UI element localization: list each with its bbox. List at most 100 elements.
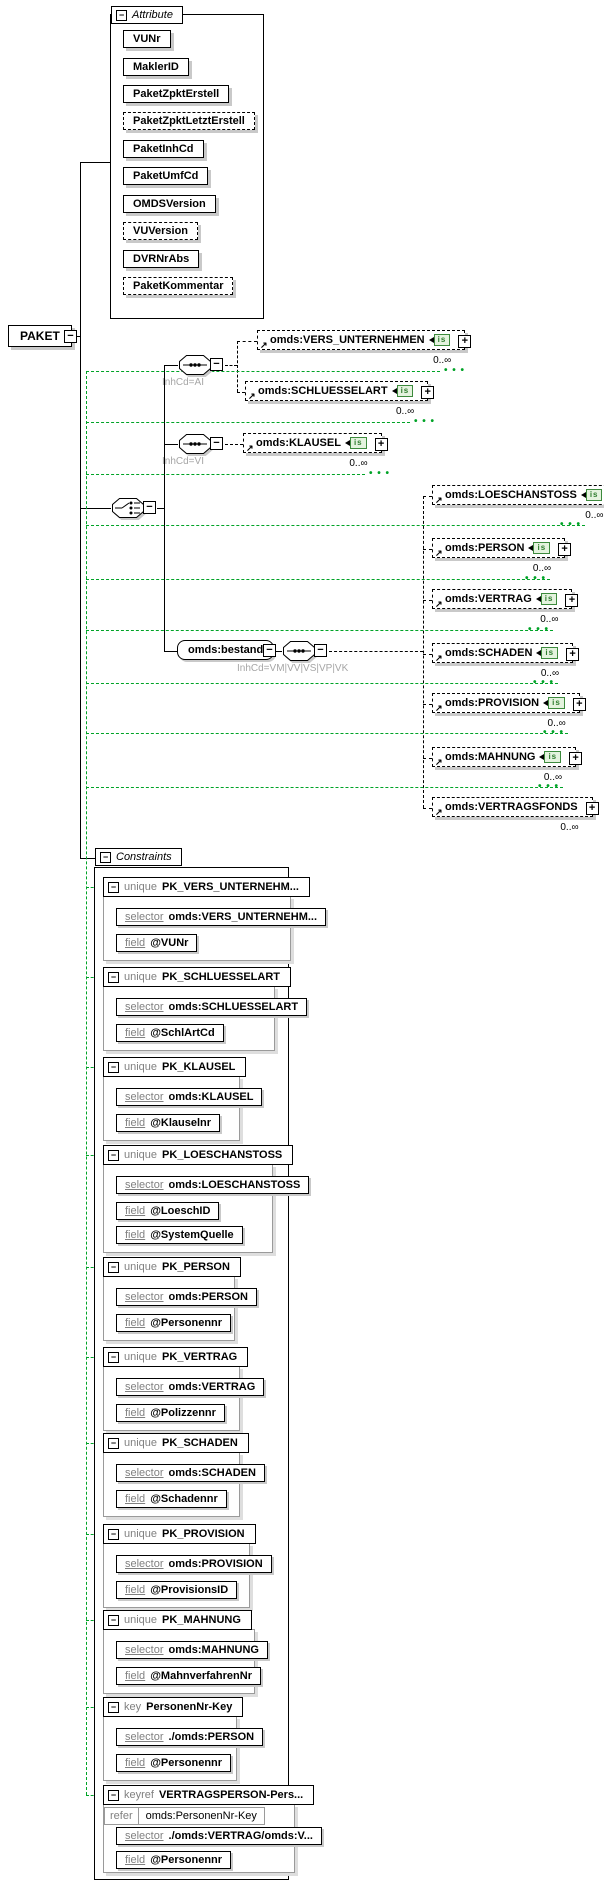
attributes-header[interactable]: − Attribute <box>111 6 183 24</box>
connector-line <box>80 508 111 509</box>
connector-line <box>164 444 178 445</box>
attribute-dvrnrabs[interactable]: DVRNrAbs <box>123 250 200 268</box>
collapse-icon[interactable]: − <box>108 1701 119 1713</box>
constraint-name: PersonenNr-Key <box>146 1701 233 1713</box>
collapse-icon[interactable]: − <box>108 1351 119 1363</box>
expand-icon[interactable]: + <box>572 698 586 711</box>
constraint-field[interactable]: field@Klauselnr <box>116 1114 221 1132</box>
constraints-header[interactable]: − Constraints <box>95 848 182 866</box>
collapse-icon[interactable]: − <box>108 1614 119 1626</box>
optional-connector <box>329 651 423 652</box>
expand-icon[interactable]: + <box>585 802 599 815</box>
attribute-vuversion[interactable]: VUVersion <box>123 222 199 240</box>
sequence-compositor-icon[interactable] <box>282 640 316 667</box>
occurrence-label: 0..∞ <box>349 458 368 469</box>
root-element-paket[interactable]: PAKET <box>8 325 72 347</box>
attribute-paketinhcd[interactable]: PaketInhCd <box>123 140 204 158</box>
attribute-maklerid[interactable]: MaklerID <box>123 58 189 76</box>
expand-icon[interactable]: + <box>558 543 572 556</box>
optional-connector <box>423 704 432 705</box>
expand-icon[interactable]: + <box>421 386 435 399</box>
attribute-omdsversion[interactable]: OMDSVersion <box>123 195 216 213</box>
collapse-icon[interactable]: − <box>116 9 127 21</box>
attribute-paketzpktletzterstell[interactable]: PaketZpktLetztErstell <box>123 112 255 130</box>
constraint-field[interactable]: field@Polizzennr <box>116 1404 225 1422</box>
collapse-icon[interactable]: − <box>314 644 327 657</box>
constraint-field[interactable]: field@MahnverfahrenNr <box>116 1667 261 1685</box>
expand-icon[interactable]: + <box>565 594 579 607</box>
constraint-selector[interactable]: selector./omds:VERTRAG/omds:V... <box>116 1827 322 1845</box>
collapse-icon[interactable]: − <box>64 330 77 343</box>
constraint-field[interactable]: field@Schadennr <box>116 1490 227 1508</box>
collapse-icon[interactable]: − <box>108 1149 119 1161</box>
constraint-field[interactable]: field@ProvisionsID <box>116 1581 238 1599</box>
collapse-icon[interactable]: − <box>143 501 156 514</box>
constraint-field[interactable]: field@Personennr <box>116 1754 232 1772</box>
optional-connector <box>423 496 432 497</box>
element-ref-vertragsfonds[interactable]: ↗omds:VERTRAGSFONDS+ 0..∞ <box>432 797 599 833</box>
collapse-icon[interactable]: − <box>108 1437 119 1449</box>
attribute-paketumfcd[interactable]: PaketUmfCd <box>123 167 209 185</box>
collapse-icon[interactable]: − <box>108 1528 119 1540</box>
constraint-field[interactable]: field@Personennr <box>116 1851 232 1869</box>
collapse-icon[interactable]: − <box>210 437 223 450</box>
collapse-icon[interactable]: − <box>108 1261 119 1273</box>
element-bestand[interactable]: omds:bestand <box>177 640 275 660</box>
constraint-field[interactable]: field@VUNr <box>116 934 198 952</box>
expand-icon[interactable]: + <box>374 438 388 451</box>
sequence-compositor-icon[interactable] <box>178 354 212 381</box>
constraint-field[interactable]: field@SchlArtCd <box>116 1024 224 1042</box>
choice-compositor-icon[interactable] <box>111 497 145 524</box>
expand-icon[interactable]: + <box>566 648 580 661</box>
constraint-field[interactable]: field@LoeschID <box>116 1202 220 1220</box>
collapse-icon[interactable]: − <box>100 851 111 863</box>
constraint-selector[interactable]: selector./omds:PERSON <box>116 1728 264 1746</box>
constraint-field[interactable]: field@Personennr <box>116 1314 232 1332</box>
collapse-icon[interactable]: − <box>108 971 119 983</box>
collapse-icon[interactable]: − <box>108 1061 119 1073</box>
collapse-icon[interactable]: − <box>210 358 223 371</box>
collapse-icon[interactable]: − <box>108 881 119 893</box>
optional-connector <box>237 341 238 392</box>
optional-connector <box>423 600 432 601</box>
expand-icon[interactable]: + <box>458 335 472 348</box>
attribute-paketzpkterstell[interactable]: PaketZpktErstell <box>123 85 230 103</box>
attribute-paketkommentar[interactable]: PaketKommentar <box>123 277 234 295</box>
constraint-field[interactable]: field@SystemQuelle <box>116 1226 243 1244</box>
collapse-icon[interactable]: − <box>263 644 276 657</box>
sequence-compositor-icon[interactable] <box>178 433 212 460</box>
attribute-vunr[interactable]: VUNr <box>123 30 171 48</box>
collapse-icon[interactable]: − <box>108 1789 119 1801</box>
expand-icon[interactable]: + <box>569 752 583 765</box>
